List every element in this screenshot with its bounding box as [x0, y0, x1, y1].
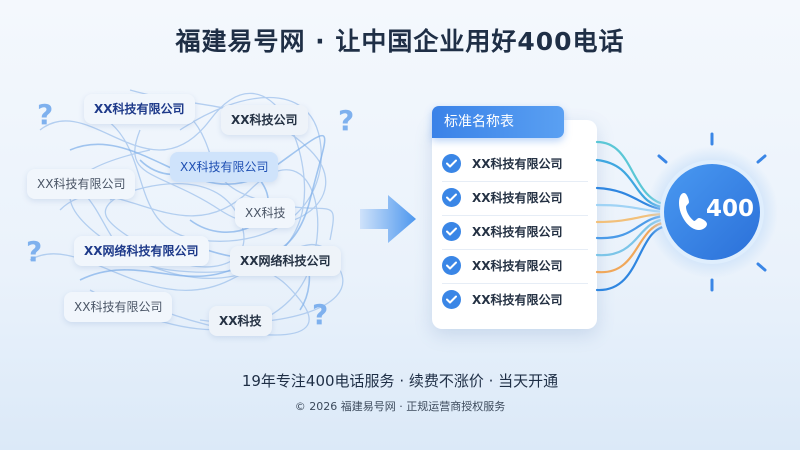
checkmark-icon: [442, 289, 461, 309]
checkmark-icon: [442, 153, 461, 173]
right-arrow-icon: [360, 195, 416, 243]
standard-name-row: XX科技有限公司: [442, 150, 590, 176]
service-tagline: 19年专注400电话服务 · 续费不涨价 · 当天开通: [241, 372, 559, 390]
standard-name-label: XX科技有限公司: [472, 292, 563, 307]
checkmark-icon: [442, 221, 461, 241]
standard-name-row: XX科技有限公司: [442, 184, 590, 210]
row-divider: [442, 215, 588, 216]
panel-header: 标准名称表: [432, 106, 564, 138]
standard-name-label: XX科技有限公司: [472, 258, 563, 273]
copyright-text: © 2026 福建易号网 · 正规运营商授权服务: [294, 400, 506, 413]
standard-name-label: XX科技有限公司: [472, 156, 563, 171]
messy-name-chip: XX科技: [235, 198, 296, 228]
row-divider: [442, 283, 588, 284]
messy-name-chip: XX科技有限公司: [170, 152, 279, 182]
messy-name-chip: XX科技有限公司: [64, 292, 173, 322]
checkmark-icon: [442, 255, 461, 275]
messy-name-chip: XX科技有限公司: [27, 169, 136, 199]
checkmark-icon: [442, 187, 461, 207]
standard-name-row: XX科技有限公司: [442, 252, 590, 278]
question-mark-icon: ?: [37, 98, 54, 131]
messy-name-chip: XX网络科技有限公司: [74, 236, 209, 266]
standard-name-label: XX科技有限公司: [472, 190, 563, 205]
messy-name-chip: XX科技: [209, 306, 272, 336]
page-title: 福建易号网 · 让中国企业用好400电话: [175, 27, 625, 56]
row-divider: [442, 249, 588, 250]
standard-name-row: XX科技有限公司: [442, 286, 590, 312]
question-mark-icon: ?: [338, 104, 355, 137]
phone-handset-icon: [679, 193, 707, 230]
question-mark-icon: ?: [26, 235, 43, 268]
messy-name-chip: XX网络科技公司: [230, 246, 341, 276]
question-mark-icon: ?: [312, 298, 329, 331]
messy-name-chip: XX科技有限公司: [84, 94, 195, 124]
messy-name-chip: XX科技公司: [221, 105, 308, 135]
standard-name-label: XX科技有限公司: [472, 224, 563, 239]
badge-number-400: 400: [705, 196, 754, 222]
standard-name-row: XX科技有限公司: [442, 218, 590, 244]
row-divider: [442, 181, 588, 182]
